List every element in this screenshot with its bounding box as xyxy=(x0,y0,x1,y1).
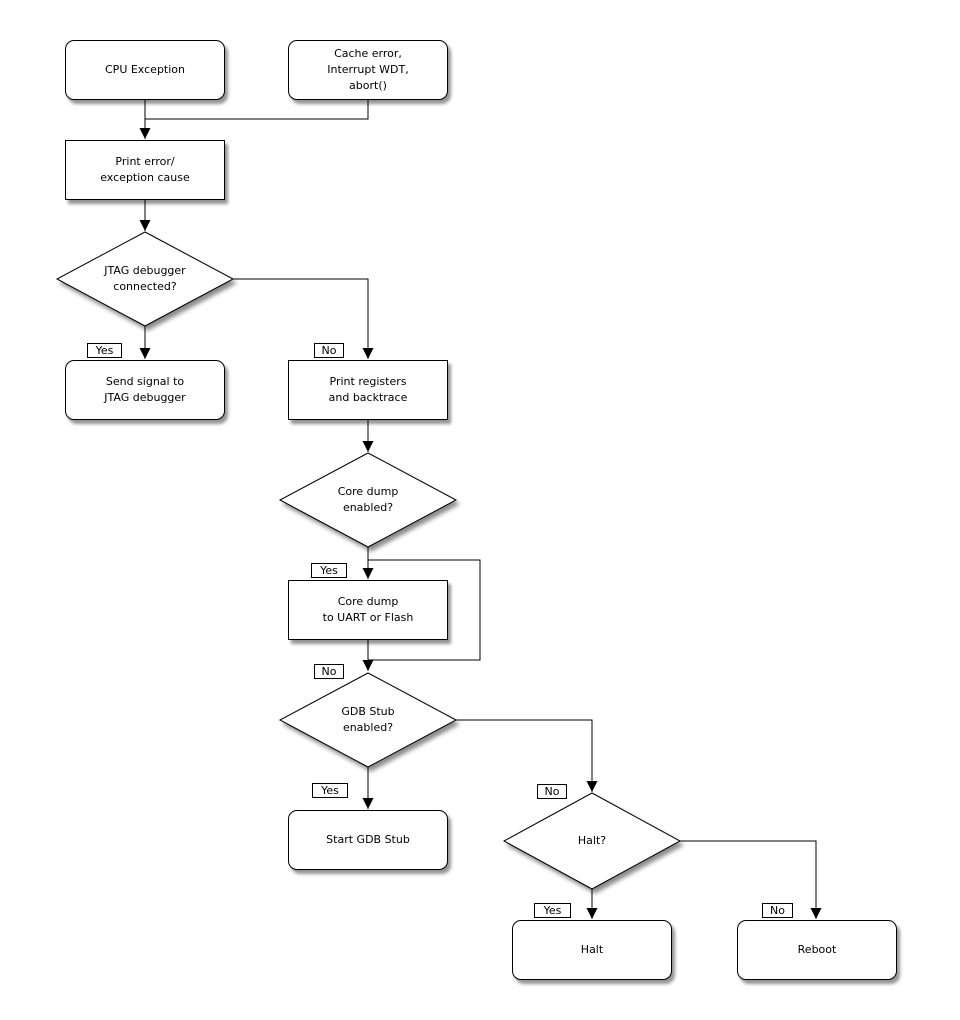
branch-tag-coredump-no: No xyxy=(314,664,344,679)
branch-tag-jtag-yes: Yes xyxy=(87,343,122,358)
edge-gdb-no-to-halt-q xyxy=(456,719,598,792)
node-start-gdb-stub: Start GDB Stub xyxy=(288,810,448,870)
node-print-registers: Print registers and backtrace xyxy=(288,360,448,420)
branch-tag-reboot-no: No xyxy=(762,903,793,918)
node-core-dump: Core dump to UART or Flash xyxy=(288,580,448,640)
branch-tag-coredump-yes: Yes xyxy=(311,563,347,578)
node-halt: Halt xyxy=(512,920,672,980)
branch-tag-halt-yes: Yes xyxy=(534,903,571,918)
node-cpu-exception: CPU Exception xyxy=(65,40,225,100)
branch-tag-jtag-no: No xyxy=(314,343,344,358)
node-send-signal: Send signal to JTAG debugger xyxy=(65,360,225,420)
decision-core-dump-enabled-shape xyxy=(278,452,458,548)
branch-tag-gdb-yes: Yes xyxy=(312,783,348,798)
node-print-error: Print error/ exception cause xyxy=(65,140,225,200)
edge-jtag-no-to-print-registers xyxy=(233,278,374,359)
branch-tag-gdb-no: No xyxy=(537,784,567,799)
decision-halt-shape xyxy=(502,792,682,890)
edge-cache-to-print-error xyxy=(145,100,369,120)
decision-gdb-stub-enabled-shape xyxy=(278,672,458,768)
node-cache-error: Cache error, Interrupt WDT, abort() xyxy=(288,40,448,100)
edge-coredump-no-bypass xyxy=(368,559,481,661)
edge-halt-no-to-reboot xyxy=(680,840,822,919)
node-reboot: Reboot xyxy=(737,920,897,980)
decision-jtag-connected-shape xyxy=(55,231,235,327)
